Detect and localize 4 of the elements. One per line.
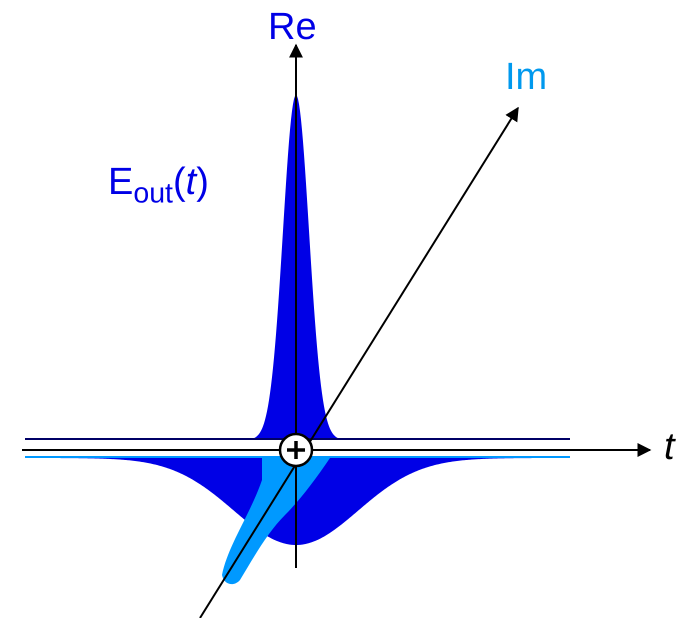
function-label: E$_{out}$(t) [108, 163, 209, 208]
axis-label: Im [505, 58, 548, 96]
axis-label: t [664, 428, 675, 466]
axis-label: Re [268, 8, 317, 46]
